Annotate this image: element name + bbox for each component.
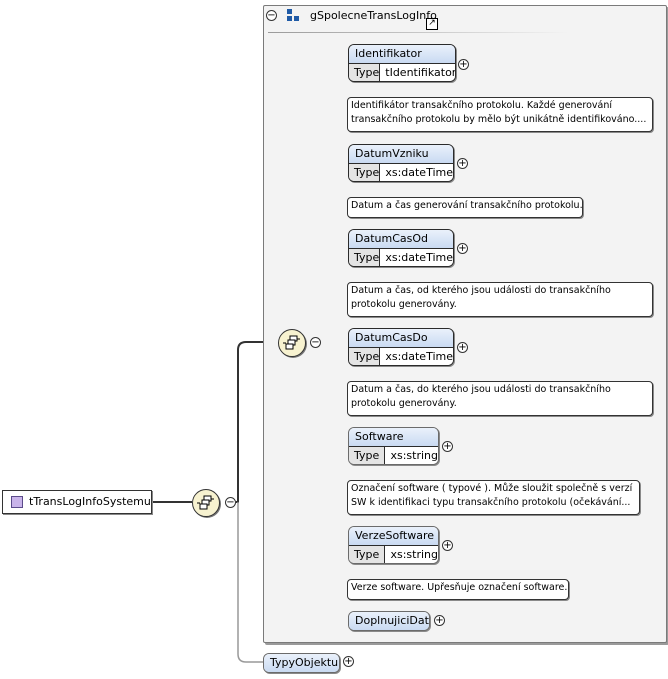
type-key: Type [349, 164, 381, 181]
element-name: TypyObjektu [264, 654, 339, 672]
element-name: DatumVzniku [349, 145, 453, 163]
type-key: Type [349, 64, 381, 81]
group-name: gSpolecneTransLogInfo [310, 9, 437, 22]
element-doplnujicidata[interactable]: DoplnujiciData [348, 611, 430, 631]
group-divider [268, 32, 568, 33]
collapse-icon[interactable]: − [310, 337, 321, 348]
annotation-line: protokolu generovány. [351, 398, 457, 409]
annotation-line: protokolu generovány. [351, 299, 457, 310]
element-typyobjektu[interactable]: TypyObjektu [263, 653, 340, 673]
element-name: DatumCasOd [349, 230, 453, 248]
expand-icon[interactable]: + [434, 615, 445, 626]
element-name: Software [349, 428, 438, 446]
annotation-note: Datum a čas, do kterého jsou události do… [347, 381, 653, 416]
annotation-note: Datum a čas generování transakčního prot… [347, 197, 583, 218]
sequence-icon[interactable] [192, 489, 220, 517]
type-key: Type [349, 546, 386, 563]
type-value: xs:string [385, 447, 438, 464]
expand-icon[interactable]: + [442, 540, 453, 551]
complex-type-icon [11, 496, 23, 508]
annotation-line: Datum a čas generování transakčního prot… [351, 200, 583, 211]
root-type-box[interactable]: tTransLogInfoSystemu [2, 490, 152, 514]
type-value: xs:dateTime [380, 249, 453, 266]
annotation-note: Označení software ( typové ). Může slouž… [347, 480, 640, 515]
element-name: VerzeSoftware [349, 527, 438, 545]
element-name: DatumCasDo [349, 329, 453, 347]
type-key: Type [349, 249, 381, 266]
collapse-icon[interactable]: − [266, 10, 277, 21]
sequence-icon[interactable] [278, 329, 306, 357]
type-value: xs:dateTime [380, 348, 453, 365]
expand-icon[interactable]: + [457, 158, 468, 169]
annotation-line: transakčního protokolu by mělo být uniká… [351, 114, 647, 125]
type-value: xs:dateTime [380, 164, 453, 181]
expand-icon[interactable]: + [457, 342, 468, 353]
type-key: Type [349, 348, 381, 365]
annotation-note: Datum a čas, od kterého jsou události do… [347, 282, 653, 317]
type-value: xs:string [385, 546, 438, 563]
annotation-note: Identifikátor transakčního protokolu. Ka… [347, 97, 653, 132]
expand-icon[interactable]: + [343, 656, 354, 667]
annotation-line: Datum a čas, do kterého jsou události do… [351, 384, 611, 395]
expand-icon[interactable]: + [457, 243, 468, 254]
expand-icon[interactable]: + [458, 59, 469, 70]
annotation-line: SW k identifikaci typu transakčního prot… [351, 497, 631, 508]
type-value: tIdentifikator [380, 64, 455, 81]
collapse-icon[interactable]: − [225, 497, 236, 508]
annotation-line: Identifikátor transakčního protokolu. Ka… [351, 100, 613, 111]
annotation-note: Verze software. Upřesňuje označení softw… [347, 579, 569, 600]
element-name: Identifikator [349, 45, 455, 63]
annotation-line: Označení software ( typové ). Může slouž… [351, 483, 633, 494]
root-type-name: tTransLogInfoSystemu [29, 495, 151, 508]
annotation-line: Verze software. Upřesňuje označení softw… [351, 582, 568, 593]
group-icon [287, 9, 299, 21]
type-key: Type [349, 447, 386, 464]
link-arrow-icon[interactable]: ↗ [426, 18, 438, 30]
expand-icon[interactable]: + [442, 441, 453, 452]
annotation-line: Datum a čas, od kterého jsou události do… [351, 285, 611, 296]
element-name: DoplnujiciData [349, 612, 429, 630]
